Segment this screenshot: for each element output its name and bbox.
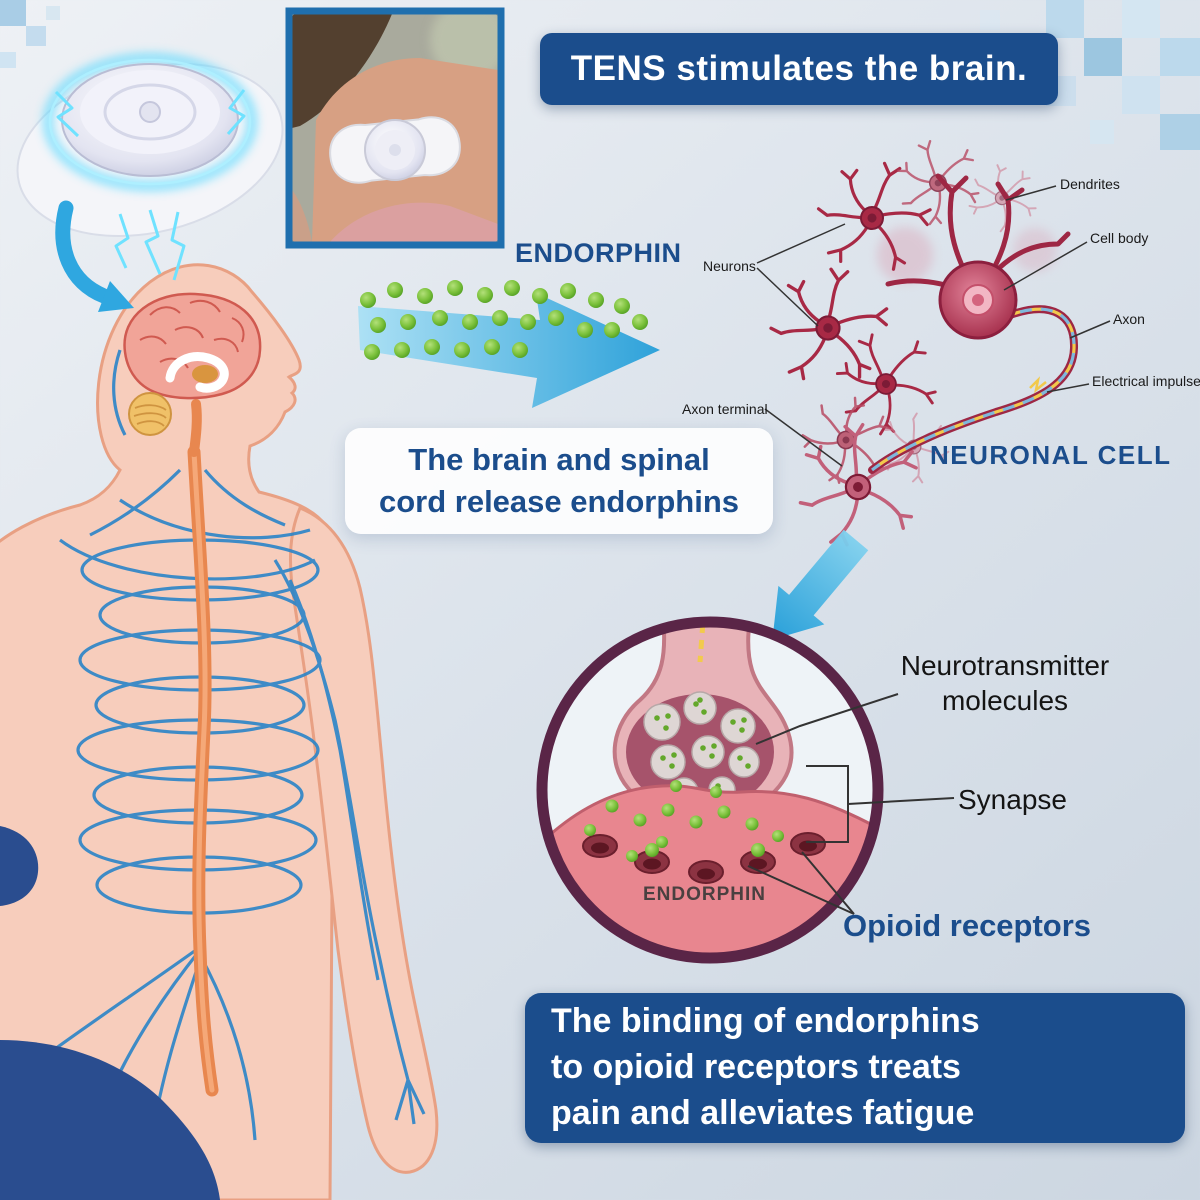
release-caption-text: The brain and spinal cord release endorp… [378,442,740,519]
myelin-blue [871,307,1076,472]
pixel-decor [0,0,1200,150]
neck-photo [285,7,505,249]
label-axon-terminal: Axon terminal [682,401,768,417]
top-banner: TENS stimulates the brain. [540,33,1058,105]
electrical-impulse-spark [1029,376,1047,394]
lightning-bolts [54,89,246,281]
label-dendrites: Dendrites [1060,176,1120,192]
device-to-head-arrow [55,200,112,304]
myelin-yellow [871,307,1076,472]
label-neurotransmitter: Neurotransmitter molecules [900,650,1110,716]
synapse-pointer-lines [747,693,955,915]
human-body-illustration [0,263,439,1200]
tens-device-illustration [16,53,284,312]
synapse-illustration [536,616,955,964]
released-endorphin-dots [584,780,784,862]
label-axon: Axon [1113,311,1145,327]
endorphin-dots [360,280,648,360]
label-electrical-impulse: Electrical impulse [1092,373,1200,389]
endorphin-arrow [358,280,660,408]
blue-blob [0,826,220,1200]
spinal-cord [187,445,219,1097]
bottom-banner-text: The binding of endorphins to opioid rece… [551,1002,980,1132]
endorphin-flow-label: ENDORPHIN [515,238,682,268]
neuron-illustration [756,126,1111,554]
brain-illustration [123,292,262,457]
bottom-banner: The binding of endorphins to opioid rece… [525,993,1185,1143]
label-cell-body: Cell body [1090,230,1149,246]
neuron-pointer-lines [756,185,1111,467]
top-banner-text: TENS stimulates the brain. [570,49,1028,88]
synapse-ring [536,616,884,964]
release-caption: The brain and spinal cord release endorp… [345,428,773,534]
neuronal-cell-title: NEURONAL CELL [930,440,1172,470]
opioid-receptor-shapes [582,832,826,884]
label-neurons: Neurons [703,258,756,274]
vesicles [643,691,760,807]
label-opioid-receptors: Opioid receptors [843,908,1092,943]
label-endorphin-synapse: ENDORPHIN [643,884,767,905]
neuron-to-synapse-arrow [772,529,869,640]
label-synapse: Synapse [958,784,1067,815]
